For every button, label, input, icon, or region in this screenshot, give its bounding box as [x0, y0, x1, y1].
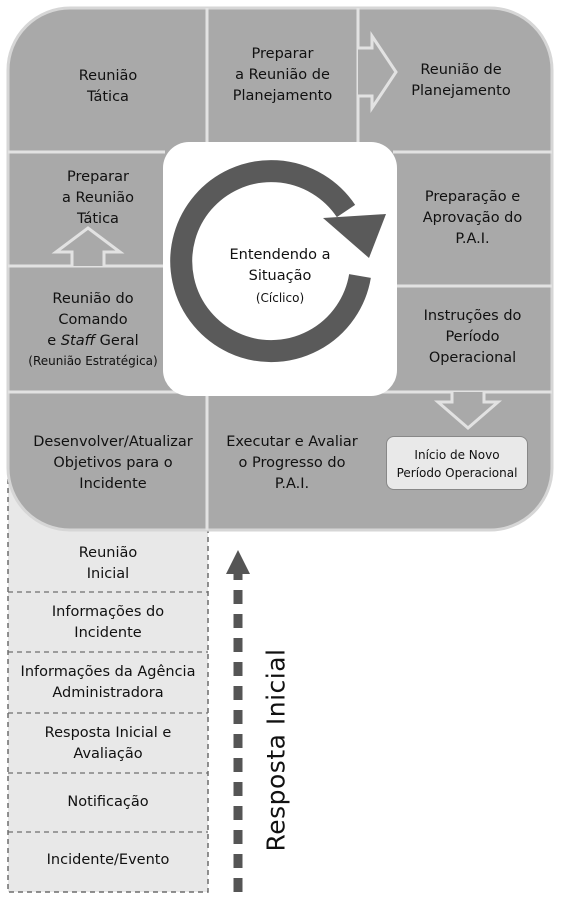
list-item: Informações da Agência Administradora	[20, 664, 196, 701]
cycle-arrow-icon	[170, 160, 386, 363]
cell-reuniao-planejamento: Reunião de Planejamento	[411, 62, 511, 99]
reuniao-comando-sub: (Reunião Estratégica)	[28, 354, 158, 368]
list-separators	[8, 591, 208, 833]
list-item: Informações do Incidente	[51, 604, 165, 641]
list-item: Reunião Inicial	[78, 545, 138, 582]
reuniao-comando-prefix: e	[47, 333, 61, 349]
cell-desenvolver-objetivos: Desenvolver/Atualizar Objetivos para o I…	[33, 434, 193, 492]
cell-preparacao-aprovacao: Preparação e Aprovação do P.A.I.	[422, 189, 523, 247]
inicio-novo-periodo-box	[386, 436, 528, 490]
reuniao-comando-suffix: Geral	[95, 333, 139, 349]
cell-preparar-reuniao-tatica: Preparar a Reunião Tática	[61, 169, 134, 227]
list-item: Resposta Inicial e Avaliação	[44, 725, 172, 762]
resposta-inicial-label: Resposta Inicial	[261, 648, 291, 852]
cell-instrucoes-periodo: Instruções do Período Operacional	[423, 308, 522, 366]
arrow-up-icon	[51, 226, 125, 266]
arrow-down-icon	[433, 392, 503, 430]
reuniao-comando-line2: e Staff Geral	[8, 331, 178, 352]
inicio-novo-periodo-label: Início de Novo Período Operacional	[396, 448, 518, 480]
cell-reuniao-comando: Reunião do Comando e Staff Geral (Reuniã…	[8, 289, 178, 370]
cell-preparar-reuniao-planejamento: Preparar a Reunião de Planejamento	[232, 46, 333, 104]
list-item: Incidente/Evento	[46, 852, 170, 868]
list-item: Notificação	[67, 794, 149, 810]
reuniao-comando-staff: Staff	[60, 333, 96, 349]
center-subtitle: (Cíclico)	[255, 291, 305, 305]
cell-reuniao-tatica: Reunião Tática	[78, 68, 138, 105]
reuniao-comando-line1: Reunião do Comando	[52, 291, 134, 328]
dashed-up-arrow-icon	[226, 550, 250, 892]
cell-executar-avaliar: Executar e Avaliar o Progresso do P.A.I.	[226, 434, 358, 492]
center-title: Entendendo a Situação	[229, 247, 331, 284]
arrow-right-icon	[358, 31, 398, 113]
